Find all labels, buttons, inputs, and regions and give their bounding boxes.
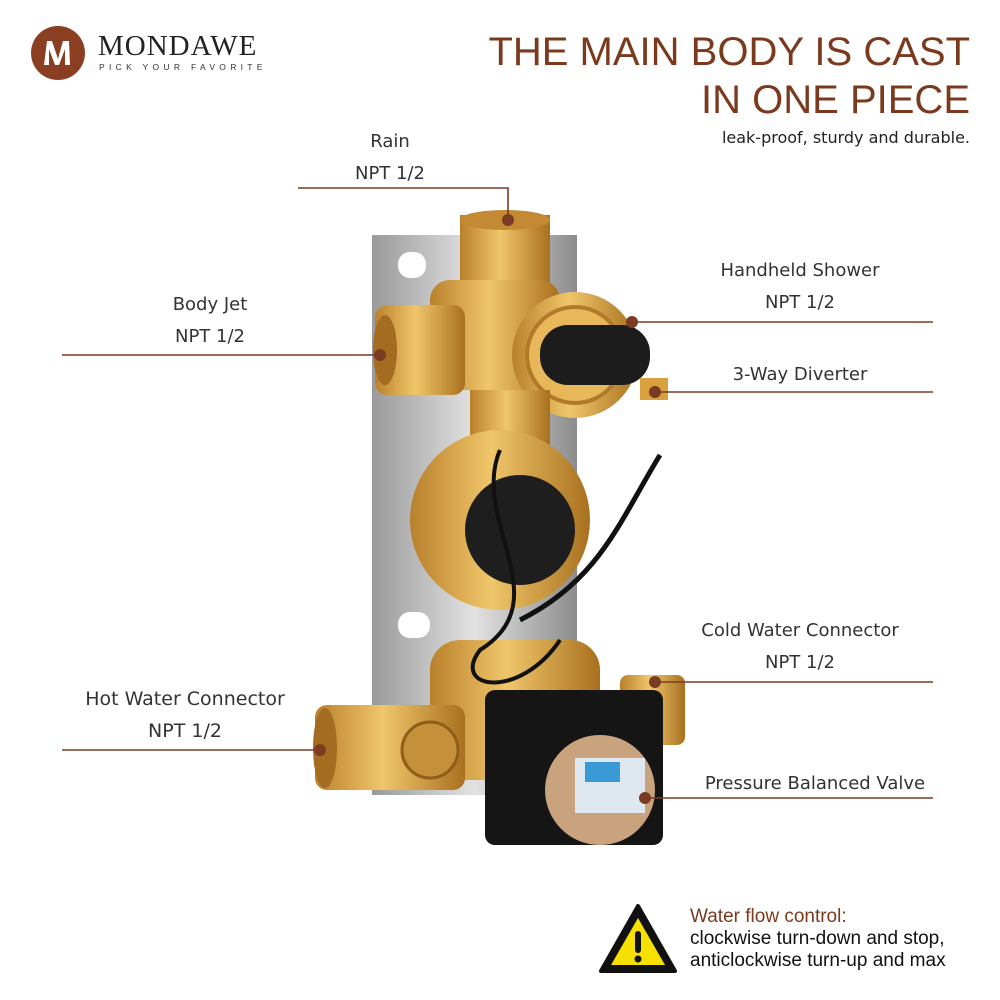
- page-title: THE MAIN BODY IS CAST IN ONE PIECE: [488, 28, 970, 124]
- handheld-name: Handheld Shower: [720, 260, 880, 281]
- warning-triangle-icon: [599, 904, 677, 973]
- subtitle: leak-proof, sturdy and durable.: [721, 128, 970, 147]
- cold-spec: NPT 1/2: [764, 652, 835, 673]
- hot-spec: NPT 1/2: [148, 720, 222, 742]
- handheld-spec: NPT 1/2: [764, 292, 835, 313]
- label-diverter: 3-Way Diverter: [732, 364, 868, 385]
- body-jet-spec: NPT 1/2: [174, 326, 245, 347]
- valve-body: [313, 210, 685, 845]
- title-line-1: THE MAIN BODY IS CAST: [488, 30, 970, 74]
- leader-lines: [62, 187, 933, 799]
- label-body-jet: Body Jet NPT 1/2: [130, 289, 290, 353]
- warning-title: Water flow control:: [690, 906, 847, 927]
- rain-spec: NPT 1/2: [354, 163, 425, 184]
- hot-name: Hot Water Connector: [85, 688, 285, 710]
- body-jet-name: Body Jet: [172, 294, 248, 315]
- label-rain: Rain NPT 1/2: [320, 126, 460, 190]
- brand-name: MONDAWE: [98, 30, 258, 62]
- label-hot: Hot Water Connector NPT 1/2: [60, 683, 310, 747]
- label-cold: Cold Water Connector NPT 1/2: [680, 615, 920, 679]
- leader-dots: [314, 214, 661, 804]
- rain-name: Rain: [370, 131, 410, 152]
- label-handheld: Handheld Shower NPT 1/2: [690, 255, 910, 319]
- warning-line-2: anticlockwise turn-up and max: [690, 950, 946, 971]
- label-pressure: Pressure Balanced Valve: [704, 773, 926, 794]
- cold-name: Cold Water Connector: [701, 620, 899, 641]
- brand-logo-icon: [31, 26, 85, 80]
- warning-line-1: clockwise turn-down and stop,: [690, 928, 945, 949]
- title-line-2: IN ONE PIECE: [701, 78, 970, 122]
- brand-tagline: PICK YOUR FAVORITE: [99, 62, 267, 72]
